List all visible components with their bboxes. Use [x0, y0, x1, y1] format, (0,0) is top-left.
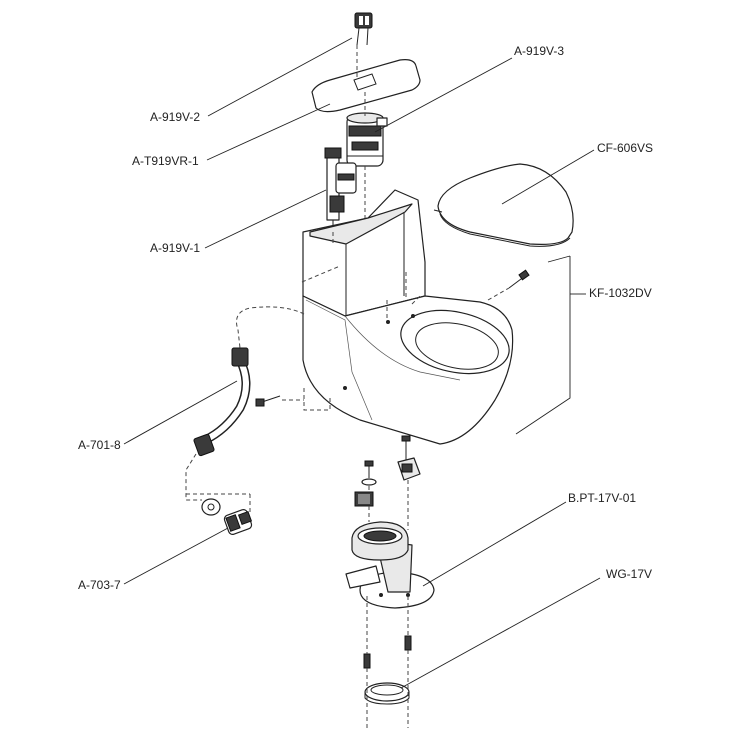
kf-bracket-line	[515, 255, 571, 435]
label-a919v1: A-919V-1	[150, 241, 200, 255]
waste-outlet-part	[345, 521, 435, 609]
assembly-guide-lines	[185, 45, 510, 728]
wax-ring-part	[364, 682, 410, 705]
supply-hose-part	[193, 347, 251, 457]
label-a919v2: A-919V-2	[150, 110, 200, 124]
label-a7037: A-703-7	[78, 578, 121, 592]
label-kf1032dv: KF-1032DV	[589, 286, 652, 300]
toilet-seat-part	[433, 163, 574, 247]
label-bpt17v01: B.PT-17V-01	[568, 491, 636, 505]
floor-anchor-part	[363, 635, 412, 669]
flush-button-part	[354, 12, 373, 46]
seat-screw-part	[508, 269, 530, 289]
toilet-body-part	[302, 189, 514, 445]
label-wg17v: WG-17V	[606, 567, 652, 581]
label-a7018: A-701-8	[78, 438, 121, 452]
angle-valve-part	[201, 498, 253, 535]
label-a919v3: A-919V-3	[514, 44, 564, 58]
label-at919vr1: A-T919VR-1	[132, 154, 199, 168]
button-plate-part	[311, 59, 421, 113]
side-bolt-part	[255, 395, 281, 407]
leader-lines	[123, 37, 601, 689]
fill-valve-part	[324, 147, 357, 232]
flush-valve-part	[346, 112, 388, 167]
mounting-hardware-part	[354, 435, 421, 507]
label-cf606vs: CF-606VS	[597, 141, 653, 155]
